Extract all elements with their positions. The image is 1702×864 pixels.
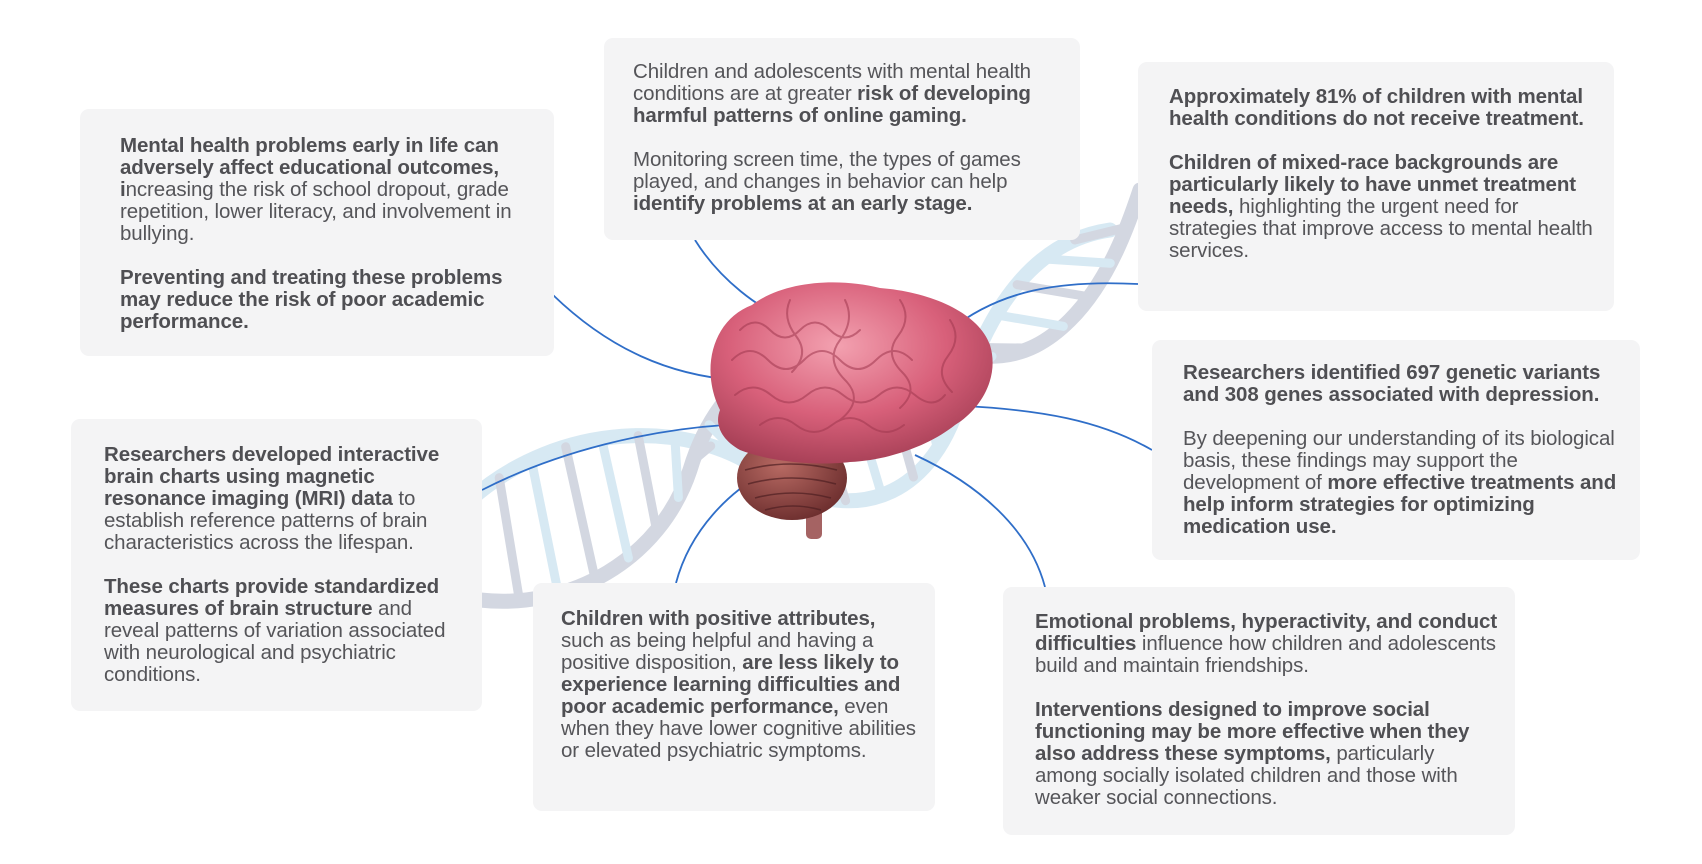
card-brain-charts: Researchers developed interactive brain … [71, 419, 482, 711]
card-positive-attributes-paragraph-1: Children with positive attributes, such … [561, 608, 921, 762]
brain-illustration [710, 282, 993, 539]
bold-text-run: Researchers developed interactive brain … [104, 443, 440, 510]
card-gaming-paragraph-1: Children and adolescents with mental hea… [633, 61, 1064, 127]
card-gaming-paragraph-2: Monitoring screen time, the types of gam… [633, 149, 1064, 215]
dna-rung [704, 420, 750, 465]
card-friendships-paragraph-2: Interventions designed to improve social… [1035, 699, 1501, 809]
text-run: Children and adolescents with mental hea… [633, 60, 1031, 105]
bold-text-run: These charts provide standardized measur… [104, 575, 440, 620]
card-education-outcomes: Mental health problems early in life can… [80, 109, 554, 356]
dna-rung [561, 442, 600, 584]
bold-text-run: Researchers identified 697 genetic varia… [1183, 361, 1601, 406]
brain-gyri [731, 299, 957, 433]
text-run: highlighting the urgent need for strateg… [1169, 195, 1593, 262]
dna-rung [494, 473, 524, 606]
dna-rung [688, 441, 716, 466]
card-treatment-access: Approximately 81% of children with menta… [1138, 62, 1614, 311]
dna-rung [670, 433, 683, 502]
text-run: even when they have lower cognitive abil… [561, 695, 916, 762]
card-education-paragraph-1: Mental health problems early in life can… [120, 135, 534, 245]
bold-text-run: risk of developing harmful patterns of o… [633, 82, 1031, 127]
connector-genetics [964, 405, 1153, 451]
bold-text-run: Children of mixed-race backgrounds are p… [1169, 151, 1576, 218]
bold-text-run: Mental health problems early in life can… [120, 134, 500, 179]
connector-brain-charts [481, 424, 726, 491]
cerebellum-folds [744, 463, 838, 511]
dna-rung [597, 434, 633, 563]
dna-rung [991, 310, 1068, 331]
text-run: ncreasing the risk of school dropout, gr… [120, 178, 512, 245]
card-positive-attributes: Children with positive attributes, such … [533, 583, 935, 811]
bold-text-run: Emotional problems, hyperactivity, and c… [1035, 610, 1498, 655]
card-online-gaming: Children and adolescents with mental hea… [604, 38, 1080, 240]
card-treatment-paragraph-2: Children of mixed-race backgrounds are p… [1169, 152, 1594, 262]
connector-education [552, 294, 736, 381]
card-friendships-paragraph-1: Emotional problems, hyperactivity, and c… [1035, 611, 1501, 677]
dna-rung [1012, 280, 1095, 302]
dna-strand-light [462, 222, 1118, 509]
card-brain-charts-paragraph-2: These charts provide standardized measur… [104, 576, 466, 686]
bold-text-run: are less likely to experience learning d… [561, 651, 901, 718]
bold-text-run: Approximately 81% of children with menta… [1169, 85, 1584, 130]
text-run: By deepening our understanding of its bi… [1183, 427, 1615, 494]
text-run: Monitoring screen time, the types of gam… [633, 148, 1021, 193]
bold-text-run: Preventing and treating these problems m… [120, 266, 503, 333]
connector-friendships [914, 454, 1046, 588]
card-genetics-paragraph-1: Researchers identified 697 genetic varia… [1183, 362, 1628, 406]
dna-rung [1070, 222, 1132, 245]
text-run: such as being helpful and having a posit… [561, 629, 874, 674]
bold-text-run: more effective treatments and help infor… [1183, 471, 1617, 538]
card-brain-charts-paragraph-1: Researchers developed interactive brain … [104, 444, 466, 554]
text-run: influence how children and adolescents b… [1035, 632, 1496, 677]
bold-text-run: identify problems at an early stage. [633, 192, 973, 215]
card-genetics-paragraph-2: By deepening our understanding of its bi… [1183, 428, 1628, 538]
card-education-paragraph-2: Preventing and treating these problems m… [120, 267, 534, 333]
text-run: and reveal patterns of variation associa… [104, 597, 446, 686]
bold-text-run: i [120, 178, 126, 201]
text-run: particularly among socially isolated chi… [1035, 742, 1458, 809]
text-run: to establish reference patterns of brain… [104, 487, 428, 554]
dna-rung [1038, 254, 1115, 268]
dna-rung [633, 431, 662, 535]
bold-text-run: Interventions designed to improve social… [1035, 698, 1470, 765]
card-genetic-variants: Researchers identified 697 genetic varia… [1152, 340, 1640, 560]
dna-rung [526, 455, 563, 599]
connector-treatment [949, 282, 1139, 331]
bold-text-run: Children with positive attributes, [561, 607, 876, 630]
card-friendships: Emotional problems, hyperactivity, and c… [1003, 587, 1515, 835]
card-treatment-paragraph-1: Approximately 81% of children with menta… [1169, 86, 1594, 130]
